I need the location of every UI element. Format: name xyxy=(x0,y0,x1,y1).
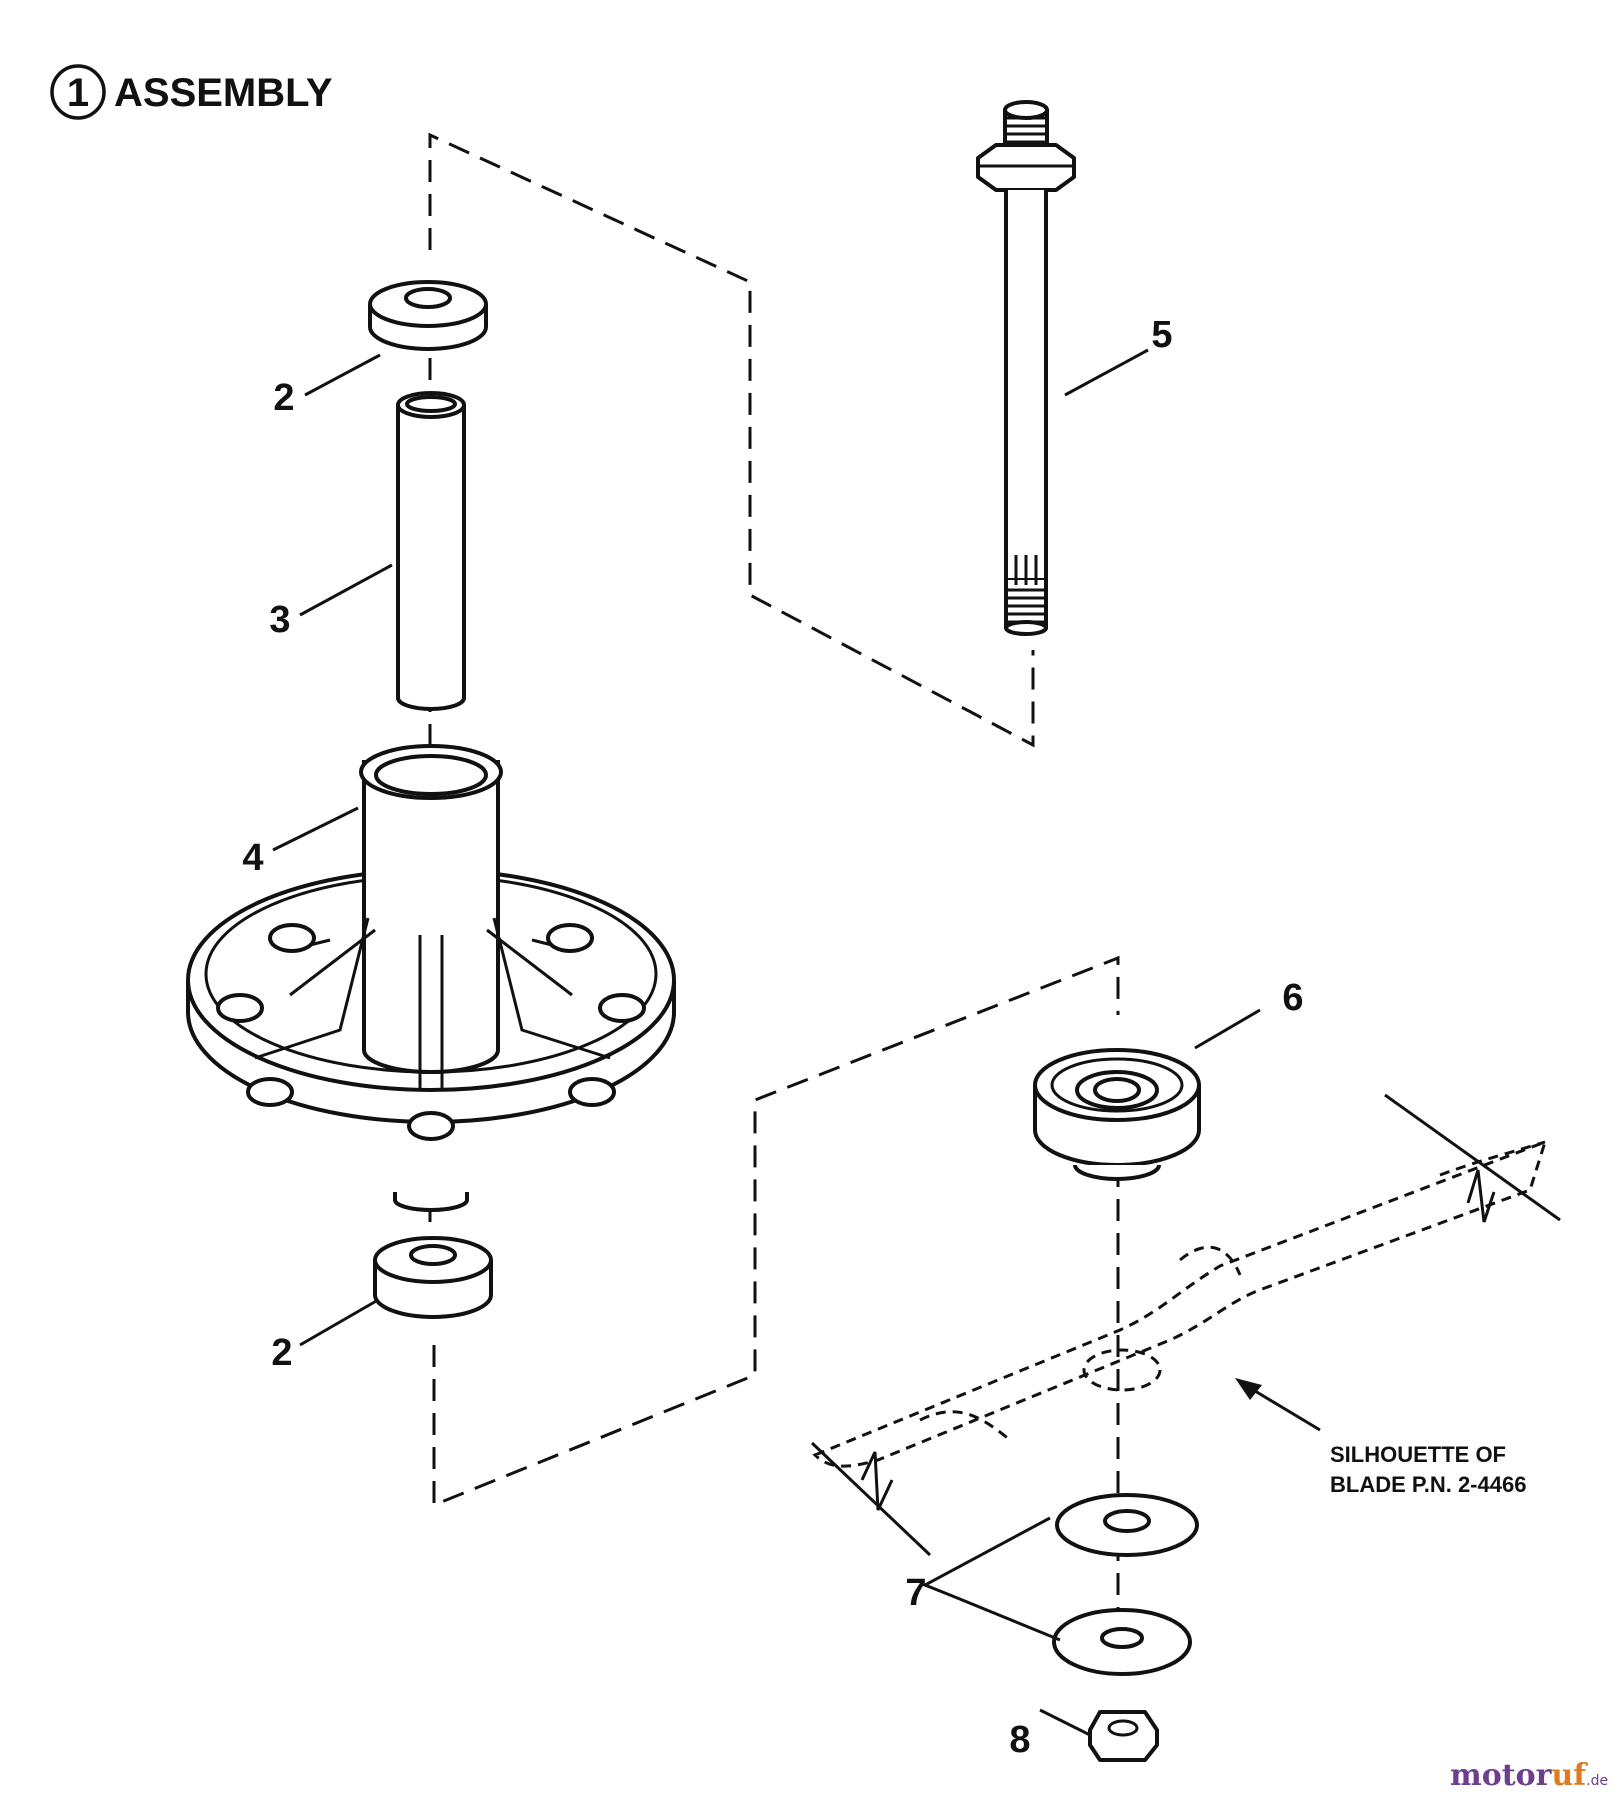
leader-lines xyxy=(272,348,1321,1737)
callout-4: 4 xyxy=(242,837,263,879)
spacer-tube xyxy=(396,391,466,711)
title-number: 1 xyxy=(67,71,89,115)
svg-text:motoruf.de: motoruf.de xyxy=(1450,1758,1608,1793)
housing-bosses xyxy=(216,923,646,1141)
watermark-part2: uf xyxy=(1551,1758,1588,1793)
callout-2-lower: 2 xyxy=(271,1332,292,1374)
spindle-shaft xyxy=(976,100,1076,636)
callout-numbers: 2 3 4 5 6 2 7 8 xyxy=(242,314,1303,1761)
watermark-suffix: .de xyxy=(1586,1773,1608,1789)
blade-adapter xyxy=(1033,1048,1201,1181)
blade-note: SILHOUETTE OF BLADE P.N. 2-4466 xyxy=(1330,1442,1526,1497)
callout-8: 8 xyxy=(1009,1719,1030,1761)
hex-nut xyxy=(1088,1710,1159,1762)
callout-3: 3 xyxy=(269,599,290,641)
title-text: ASSEMBLY xyxy=(114,71,333,115)
blade-note-line2: BLADE P.N. 2-4466 xyxy=(1330,1472,1526,1497)
title-number-circle xyxy=(50,64,106,120)
spindle-housing xyxy=(186,744,676,1212)
callout-5: 5 xyxy=(1151,314,1172,356)
washer-lower xyxy=(1052,1608,1192,1676)
bearing-lower xyxy=(373,1236,493,1319)
watermark-logo: motoruf.de xyxy=(1450,1758,1608,1793)
washer-upper xyxy=(1055,1493,1199,1557)
callout-6: 6 xyxy=(1282,977,1303,1019)
callout-2-upper: 2 xyxy=(273,377,294,419)
assembly-title: 1 ASSEMBLY xyxy=(50,64,333,120)
blade-silhouette xyxy=(810,1093,1561,1557)
bearing-upper xyxy=(368,280,488,351)
callout-7: 7 xyxy=(905,1572,926,1614)
note-arrowhead xyxy=(1235,1378,1262,1400)
watermark-part1: motor xyxy=(1450,1758,1553,1793)
blade-note-line1: SILHOUETTE OF xyxy=(1330,1442,1506,1467)
